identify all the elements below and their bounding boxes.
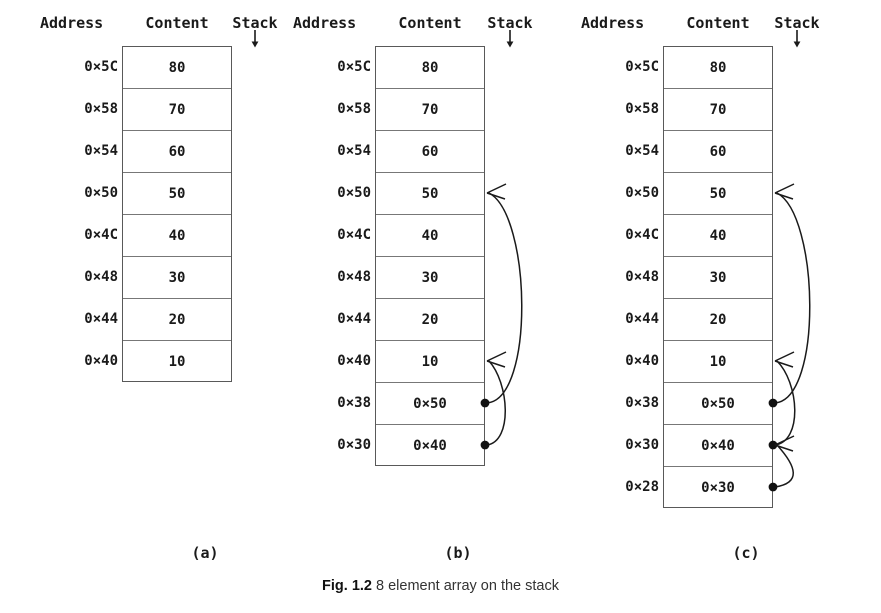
memory-cell: 40 <box>123 215 231 257</box>
address-label: 0×4C <box>337 227 371 243</box>
pointer-curve <box>486 360 506 446</box>
memory-cell: 30 <box>376 257 484 299</box>
pointer-curve <box>774 360 796 446</box>
memory-cell: 10 <box>376 341 484 383</box>
column-header-stack: Stack <box>232 14 278 32</box>
memory-cell: 20 <box>376 299 484 341</box>
address-label: 0×4C <box>625 227 659 243</box>
column-header-content: Content <box>686 14 750 32</box>
memory-cell: 50 <box>123 173 231 215</box>
arrow-down-icon <box>249 30 261 54</box>
address-label: 0×5C <box>625 59 659 75</box>
address-label: 0×30 <box>337 437 371 453</box>
address-label: 0×40 <box>84 353 118 369</box>
memory-cell: 50 <box>376 173 484 215</box>
sub-caption-a: (a) <box>191 544 219 562</box>
sub-caption-c: (c) <box>732 544 760 562</box>
memory-cell: 20 <box>123 299 231 341</box>
address-label: 0×54 <box>84 143 118 159</box>
memory-cell: 0×30 <box>701 480 735 496</box>
address-label: 0×50 <box>625 185 659 201</box>
address-label: 0×58 <box>625 101 659 117</box>
column-header-content: Content <box>145 14 209 32</box>
memory-cell: 60 <box>376 131 484 173</box>
pointer-curve <box>774 444 794 488</box>
memory-cell: 0×40 <box>413 438 447 454</box>
pointer-curve <box>774 192 811 404</box>
figure-label: Fig. 1.2 <box>322 578 372 594</box>
address-label: 0×40 <box>625 353 659 369</box>
arrowhead-icon <box>774 183 795 200</box>
column-header-address: Address <box>40 14 104 32</box>
address-label: 0×44 <box>337 311 371 327</box>
arrow-down-icon <box>504 30 516 54</box>
memory-cell: 0×50 <box>664 383 772 425</box>
column-header-address: Address <box>581 14 645 32</box>
memory-cell: 0×50 <box>376 383 484 425</box>
column-header-stack: Stack <box>487 14 533 32</box>
memory-cell: 70 <box>664 89 772 131</box>
address-label: 0×54 <box>337 143 371 159</box>
memory-cell: 80 <box>123 47 231 89</box>
column-header-stack: Stack <box>774 14 820 32</box>
memory-cell: 30 <box>664 257 772 299</box>
address-label: 0×48 <box>84 269 118 285</box>
memory-cell: 40 <box>376 215 484 257</box>
column-header-content: Content <box>398 14 462 32</box>
address-label: 0×4C <box>84 227 118 243</box>
address-label: 0×58 <box>84 101 118 117</box>
arrowhead-icon <box>774 435 795 452</box>
address-label: 0×38 <box>337 395 371 411</box>
address-label: 0×44 <box>625 311 659 327</box>
address-label: 0×50 <box>337 185 371 201</box>
memory-cell: 50 <box>664 173 772 215</box>
address-label: 0×5C <box>84 59 118 75</box>
address-label: 0×38 <box>625 395 659 411</box>
address-label: 0×5C <box>337 59 371 75</box>
memory-cell: 80 <box>376 47 484 89</box>
pointer-arrow <box>768 183 811 408</box>
memory-cell: 40 <box>664 215 772 257</box>
address-label: 0×48 <box>337 269 371 285</box>
address-label: 0×30 <box>625 437 659 453</box>
memory-cell: 70 <box>376 89 484 131</box>
figure-caption-text: 8 element array on the stack <box>371 578 559 594</box>
arrowhead-icon <box>486 351 507 368</box>
memory-cell: 10 <box>168 354 186 370</box>
address-label: 0×54 <box>625 143 659 159</box>
address-label: 0×48 <box>625 269 659 285</box>
sub-caption-b: (b) <box>444 544 472 562</box>
address-label: 0×40 <box>337 353 371 369</box>
memory-cell: 20 <box>664 299 772 341</box>
address-label: 0×58 <box>337 101 371 117</box>
arrowhead-icon <box>486 183 507 200</box>
memory-cell: 30 <box>123 257 231 299</box>
address-label: 0×44 <box>84 311 118 327</box>
arrow-down-icon <box>791 30 803 54</box>
address-label: 0×50 <box>84 185 118 201</box>
memory-cell: 80 <box>664 47 772 89</box>
figure-caption: Fig. 1.2 8 element array on the stack <box>0 578 881 594</box>
memory-cell: 70 <box>123 89 231 131</box>
arrowhead-icon <box>774 351 795 368</box>
pointer-arrow <box>480 183 523 408</box>
memory-cell: 60 <box>123 131 231 173</box>
memory-cell: 0×40 <box>664 425 772 467</box>
address-label: 0×28 <box>625 479 659 495</box>
memory-cell: 10 <box>664 341 772 383</box>
column-header-address: Address <box>293 14 357 32</box>
pointer-curve <box>486 192 523 404</box>
memory-cell: 60 <box>664 131 772 173</box>
